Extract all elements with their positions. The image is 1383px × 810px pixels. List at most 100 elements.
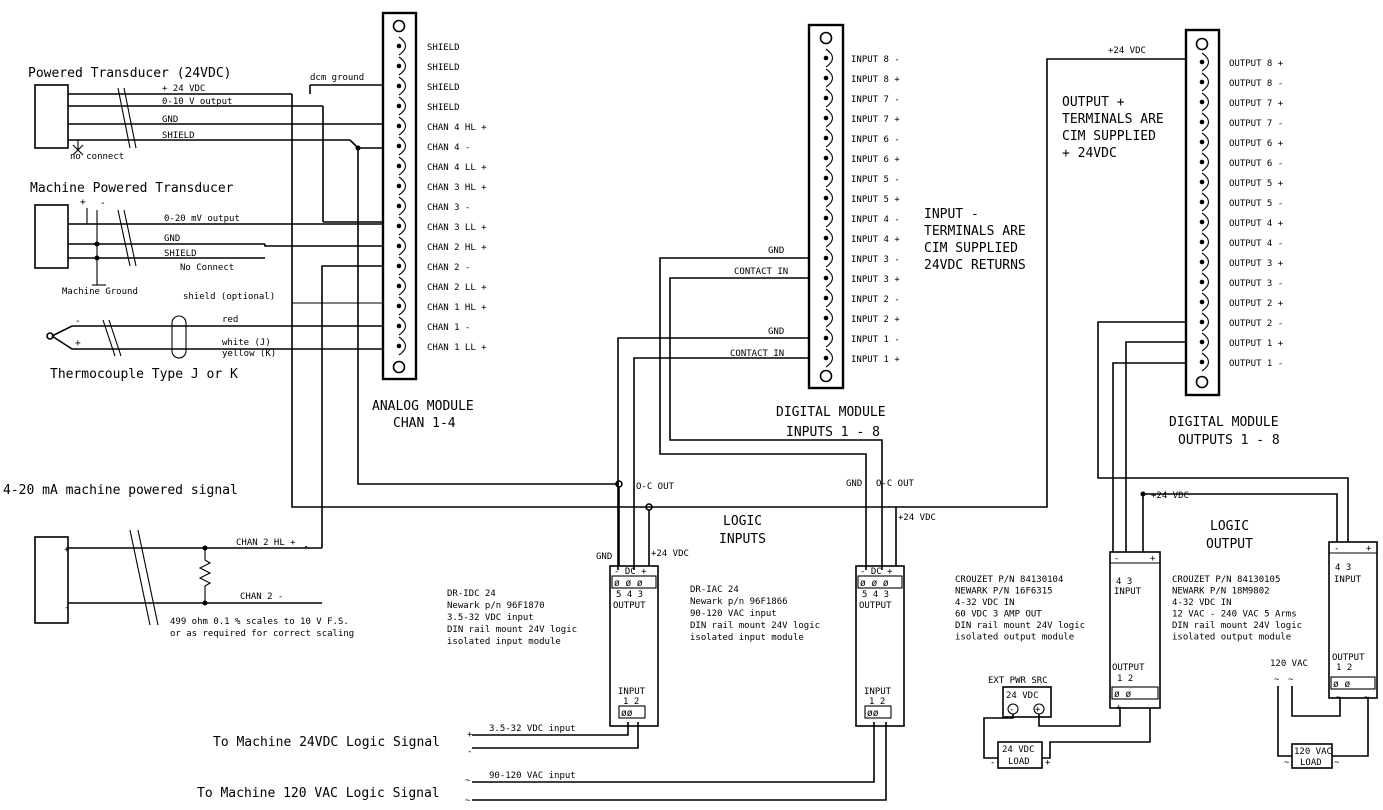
svg-text:1 2: 1 2 bbox=[1117, 674, 1133, 684]
machine-powered-transducer: Machine Powered Transducer + - Machine G… bbox=[30, 181, 382, 297]
terminal-label: INPUT 3 - bbox=[851, 255, 900, 265]
terminal-scallop bbox=[825, 148, 834, 168]
svg-text:GND: GND bbox=[768, 246, 784, 256]
signal-4-20-title: 4-20 mA machine powered signal bbox=[3, 483, 238, 498]
terminal-screw bbox=[823, 155, 829, 161]
note-line: DR-IAC 24 bbox=[690, 585, 739, 595]
svg-text:øø: øø bbox=[867, 708, 879, 719]
terminal-label: CHAN 1 HL + bbox=[427, 303, 487, 313]
dcm-ground-label: dcm ground bbox=[310, 73, 364, 83]
note-line: DIN rail mount 24V logic bbox=[447, 625, 577, 635]
svg-text:øø: øø bbox=[621, 708, 633, 719]
svg-text:+24 VDC: +24 VDC bbox=[651, 549, 689, 559]
terminal-label: OUTPUT 1 + bbox=[1229, 339, 1284, 349]
svg-text:+24 VDC: +24 VDC bbox=[1108, 46, 1146, 56]
svg-text:~: ~ bbox=[465, 776, 471, 786]
svg-text:LOAD: LOAD bbox=[1300, 758, 1322, 768]
terminal-scallop bbox=[825, 188, 834, 208]
terminal-label: INPUT 3 + bbox=[851, 275, 900, 285]
terminal-label: OUTPUT 7 + bbox=[1229, 99, 1284, 109]
terminal-screw bbox=[1199, 199, 1205, 205]
svg-text:INPUT: INPUT bbox=[1114, 587, 1142, 597]
svg-text:DIGITAL MODULE: DIGITAL MODULE bbox=[1169, 415, 1279, 430]
terminal-screw bbox=[1199, 359, 1205, 365]
powered-transducer-title: Powered Transducer (24VDC) bbox=[28, 66, 232, 81]
note-line: TERMINALS ARE bbox=[1062, 112, 1164, 127]
note-line: CIM SUPPLIED bbox=[924, 241, 1018, 256]
svg-text:OUTPUT: OUTPUT bbox=[1112, 663, 1145, 673]
svg-text:DIGITAL MODULE: DIGITAL MODULE bbox=[776, 405, 886, 420]
terminal-scallop bbox=[398, 96, 407, 116]
svg-text:OUTPUT: OUTPUT bbox=[1332, 653, 1365, 663]
terminal-screw bbox=[823, 215, 829, 221]
terminal-label: INPUT 6 + bbox=[851, 155, 900, 165]
svg-text:-: - bbox=[467, 747, 472, 757]
svg-text:-: - bbox=[64, 603, 69, 613]
terminal-scallop bbox=[825, 88, 834, 108]
svg-text:OUTPUTS 1 - 8: OUTPUTS 1 - 8 bbox=[1178, 433, 1280, 448]
svg-text:90-120 VAC input: 90-120 VAC input bbox=[489, 771, 576, 781]
terminal-label: OUTPUT 4 - bbox=[1229, 239, 1283, 249]
note-line: 60 VDC 3 AMP OUT bbox=[955, 610, 1042, 620]
svg-text:GND: GND bbox=[596, 552, 612, 562]
note-line: 4-32 VDC IN bbox=[1172, 598, 1232, 608]
terminal-scallop bbox=[398, 196, 407, 216]
svg-text:shield (optional): shield (optional) bbox=[183, 292, 275, 302]
terminal-screw bbox=[396, 143, 402, 149]
terminal-label: OUTPUT 6 - bbox=[1229, 159, 1283, 169]
note-line: DIN rail mount 24V logic bbox=[690, 621, 820, 631]
svg-text:~: ~ bbox=[1288, 675, 1294, 685]
terminal-scallop bbox=[398, 176, 407, 196]
terminal-scallop bbox=[1201, 232, 1210, 252]
svg-text:+: + bbox=[1150, 554, 1156, 564]
terminal-label: INPUT 7 - bbox=[851, 95, 900, 105]
note-line: NEWARK P/N 16F6315 bbox=[955, 587, 1053, 597]
terminal-label: CHAN 4 HL + bbox=[427, 123, 487, 133]
svg-text:+: + bbox=[1035, 705, 1041, 715]
note-line: isolated output module bbox=[955, 633, 1074, 643]
svg-text:EXT PWR SRC: EXT PWR SRC bbox=[988, 676, 1048, 686]
terminal-scallop bbox=[398, 36, 407, 56]
terminal-label: SHIELD bbox=[427, 43, 460, 53]
terminal-label: OUTPUT 7 - bbox=[1229, 119, 1283, 129]
svg-text:-: - bbox=[100, 198, 106, 209]
svg-text:+: + bbox=[1366, 544, 1372, 554]
terminal-label: CHAN 1 LL + bbox=[427, 343, 487, 353]
terminal-screw bbox=[396, 203, 402, 209]
note-line: 24VDC RETURNS bbox=[924, 258, 1026, 273]
terminal-screw bbox=[823, 115, 829, 121]
logic-input-modules: LOGIC INPUTS - DC + ø ø ø 5 4 3 OUTPUT I… bbox=[197, 479, 936, 806]
svg-text:-: - bbox=[1114, 554, 1119, 564]
terminal-screw bbox=[396, 223, 402, 229]
terminal-scallop bbox=[1201, 92, 1210, 112]
svg-text:INPUT: INPUT bbox=[618, 687, 646, 697]
terminal-label: OUTPUT 2 + bbox=[1229, 299, 1284, 309]
terminal-label: CHAN 1 - bbox=[427, 323, 470, 333]
note-line: CROUZET P/N 84130105 bbox=[1172, 575, 1280, 585]
terminal-scallop bbox=[1201, 272, 1210, 292]
svg-text:+: + bbox=[1045, 758, 1051, 768]
terminal-screw bbox=[396, 263, 402, 269]
terminal-screw bbox=[1199, 79, 1205, 85]
terminal-screw bbox=[823, 255, 829, 261]
terminal-scallop bbox=[1201, 312, 1210, 332]
svg-text:GND: GND bbox=[768, 327, 784, 337]
terminal-scallop bbox=[825, 308, 834, 328]
terminal-screw bbox=[1199, 179, 1205, 185]
svg-text:1 2: 1 2 bbox=[623, 697, 639, 707]
terminal-scallop bbox=[398, 276, 407, 296]
terminal-screw bbox=[823, 75, 829, 81]
terminal-scallop bbox=[398, 316, 407, 336]
note-line: isolated input module bbox=[690, 633, 804, 643]
terminal-scallop bbox=[1201, 52, 1210, 72]
note-line: isolated output module bbox=[1172, 633, 1291, 643]
terminal-screw bbox=[396, 243, 402, 249]
terminal-scallop bbox=[825, 248, 834, 268]
note-line: Newark p/n 96F1870 bbox=[447, 601, 545, 611]
svg-text:0-10 V output: 0-10 V output bbox=[162, 97, 232, 107]
note-line: CIM SUPPLIED bbox=[1062, 129, 1156, 144]
svg-text:red: red bbox=[222, 315, 238, 325]
terminal-screw bbox=[1199, 219, 1205, 225]
